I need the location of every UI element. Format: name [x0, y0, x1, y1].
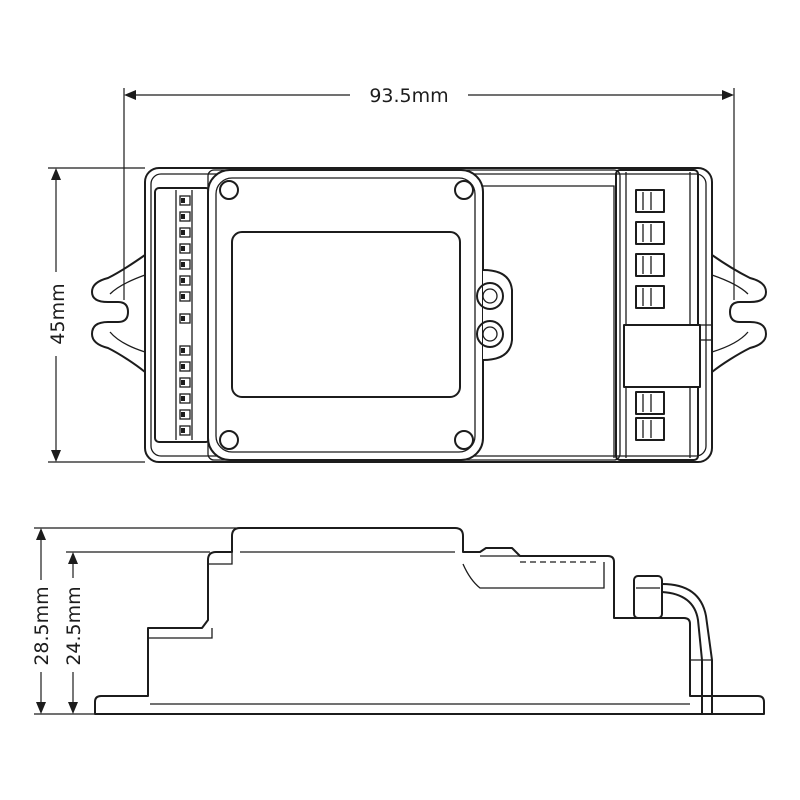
- width-dimension: 93.5mm: [123, 85, 735, 300]
- top-view: 93.5mm 45mm: [47, 85, 767, 463]
- dip-switch: [179, 393, 191, 404]
- dip-switch: [179, 195, 191, 206]
- side-view: 28.5mm 24.5mm: [31, 527, 765, 715]
- housing-outline: [144, 167, 713, 463]
- height-label: 45mm: [47, 283, 69, 344]
- dip-switch: [179, 291, 191, 302]
- dip-switch: [179, 275, 191, 286]
- terminal-cell: [635, 391, 665, 415]
- dip-switch: [179, 409, 191, 420]
- terminal-cell: [635, 417, 665, 441]
- dip-switch: [179, 425, 191, 436]
- left-mounting-tab: [91, 254, 146, 373]
- terminal-cell: [635, 285, 665, 309]
- dip-switch: [179, 377, 191, 388]
- lens-notch: [476, 269, 513, 361]
- dip-switch: [179, 243, 191, 254]
- center-cover: [207, 169, 484, 461]
- sensor-window: [231, 231, 461, 398]
- total-height-label: 28.5mm: [31, 586, 53, 665]
- width-label: 93.5mm: [369, 85, 448, 107]
- terminal-cell: [635, 253, 665, 277]
- terminal-cell: [635, 221, 665, 245]
- cable-gland: [633, 575, 713, 715]
- terminal-block: [615, 169, 712, 461]
- dip-switch: [179, 259, 191, 270]
- dip-switch: [179, 227, 191, 238]
- terminal-cell: [635, 189, 665, 213]
- body-height-dimension: 24.5mm: [63, 551, 210, 714]
- height-dimension: 45mm: [47, 167, 145, 463]
- body-height-label: 24.5mm: [63, 586, 85, 665]
- base-plate: [94, 527, 765, 715]
- dip-switch: [179, 345, 191, 356]
- dip-switch: [179, 211, 191, 222]
- dip-switch: [179, 361, 191, 372]
- dip-switch-bank: [154, 187, 211, 443]
- total-height-dimension: 28.5mm: [31, 527, 240, 715]
- dip-switch: [179, 313, 191, 324]
- right-mounting-tab: [711, 254, 767, 373]
